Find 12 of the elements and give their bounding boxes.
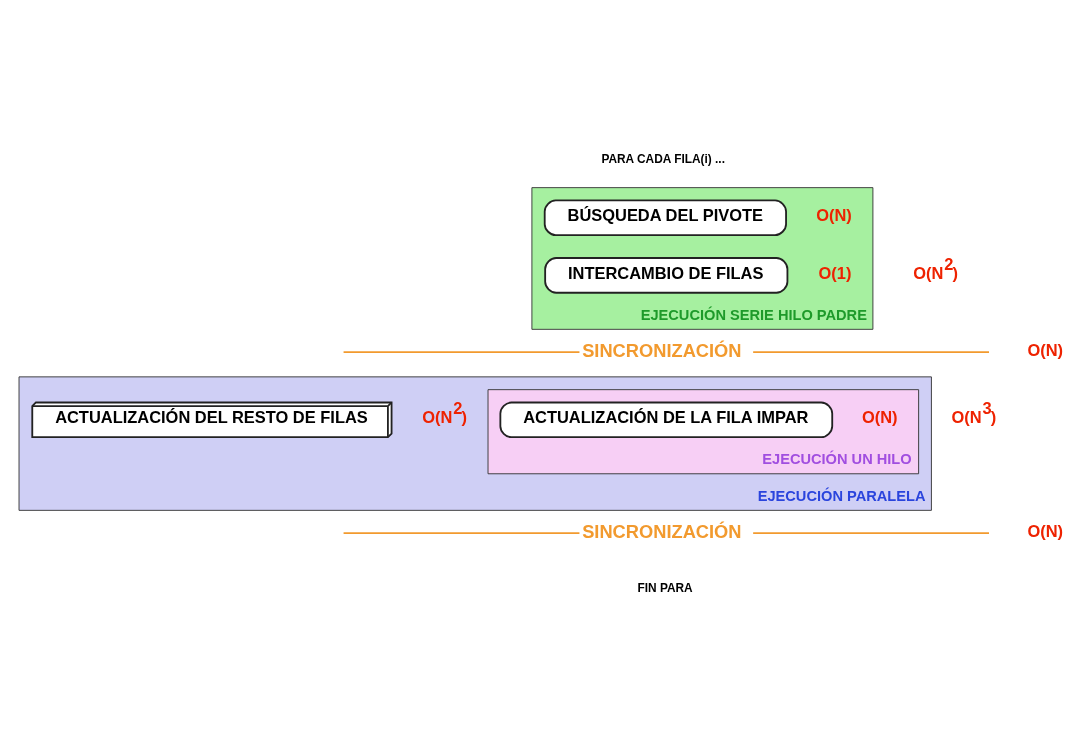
label: O(N): [1027, 522, 1064, 541]
label: FIN PARA: [637, 581, 693, 596]
node-box: BÚSQUEDA DEL PIVOTE: [543, 199, 787, 237]
label: SINCRONIZACIÓN: [582, 339, 742, 361]
label: SINCRONIZACIÓN: [582, 520, 742, 542]
node-box: INTERCAMBIO DE FILAS: [544, 257, 789, 294]
label: PARA CADA FILA(i) ...: [601, 152, 725, 167]
node-box: ACTUALIZACIÓN DE LA FILA IMPAR: [499, 401, 834, 439]
node-label: O(N): [816, 205, 852, 224]
node-label: O(N): [861, 407, 898, 426]
label: O(N): [1027, 341, 1064, 360]
node-label: O(1): [818, 263, 852, 282]
